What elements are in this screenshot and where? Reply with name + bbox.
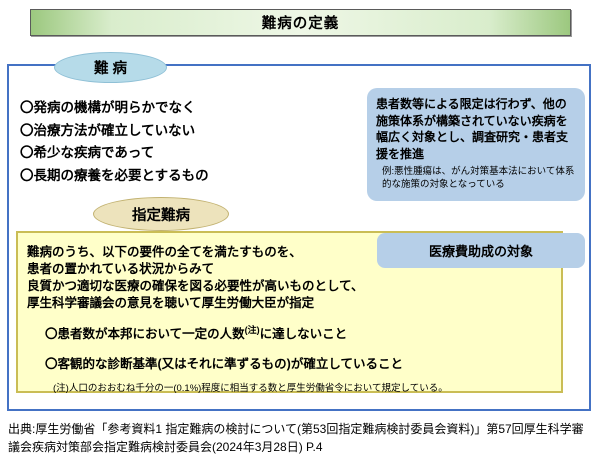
shitei-intro-line: 難病のうち、以下の要件の全てを満たすものを、 — [27, 245, 302, 259]
scope-callout-text: 患者数等による限定は行わず、他の施策体系が構築されていない疾病を幅広く対象とし、… — [376, 97, 569, 161]
criteria-item: 〇治療方法が確立していない — [20, 122, 196, 138]
requirement-text: 〇客観的な診断基準(又はそれに準ずるもの)が確立していること — [45, 357, 403, 372]
source-citation: 出典:厚生労働省「参考資料1 指定難病の検討について(第53回指定難病検討委員会… — [8, 422, 584, 454]
shitei-nanbyo-label-text: 指定難病 — [132, 207, 190, 224]
subsidy-callout-text: 医療費助成の対象 — [428, 244, 533, 259]
note-marker: (注) — [244, 325, 260, 335]
requirement-text: 〇患者数が本邦において一定の人数 — [45, 327, 245, 342]
scope-callout: 患者数等による限定は行わず、他の施策体系が構築されていない疾病を幅広く対象とし、… — [367, 88, 585, 201]
nanbyo-label-oval: 難 病 — [54, 52, 167, 83]
page-title: 難病の定義 — [30, 9, 571, 36]
criteria-item: 〇長期の療養を必要とするもの — [20, 167, 209, 183]
criteria-item: 〇発病の機構が明らかでなく — [20, 100, 196, 115]
scope-callout-example: 例:悪性腫瘍は、がん対策基本法において体系的な施策の対象となっている — [382, 166, 575, 190]
page-title-text: 難病の定義 — [261, 16, 340, 32]
shitei-intro: 難病のうち、以下の要件の全てを満たすものを、 患者の置かれている状況からみて 良… — [27, 244, 551, 312]
nanbyo-label-text: 難 病 — [93, 61, 128, 77]
shitei-intro-line: 厚生科学審議会の意見を聴いて厚生労働大臣が指定 — [27, 296, 315, 310]
criteria-item: 〇希少な疾病であって — [20, 145, 155, 160]
shitei-intro-line: 患者の置かれている状況からみて — [27, 262, 215, 276]
requirement-text: に達しないこと — [259, 327, 348, 342]
shitei-intro-line: 良質かつ適切な医療の確保を図る必要性が高いものとして、 — [27, 279, 364, 293]
nanbyo-criteria-list: 〇発病の機構が明らかでなく 〇治療方法が確立していない 〇希少な疾病であって 〇… — [20, 97, 310, 187]
shitei-requirement: 〇客観的な診断基準(又はそれに準ずるもの)が確立していること — [45, 353, 551, 372]
shitei-requirement: 〇患者数が本邦において一定の人数(注)に達しないこと — [45, 323, 551, 342]
subsidy-callout: 医療費助成の対象 — [377, 233, 585, 268]
shitei-footnote: (注)人口のおおむね千分の一(0.1%)程度に相当する数と厚生労働省令において規… — [53, 383, 448, 395]
shitei-nanbyo-label-oval: 指定難病 — [93, 197, 229, 231]
